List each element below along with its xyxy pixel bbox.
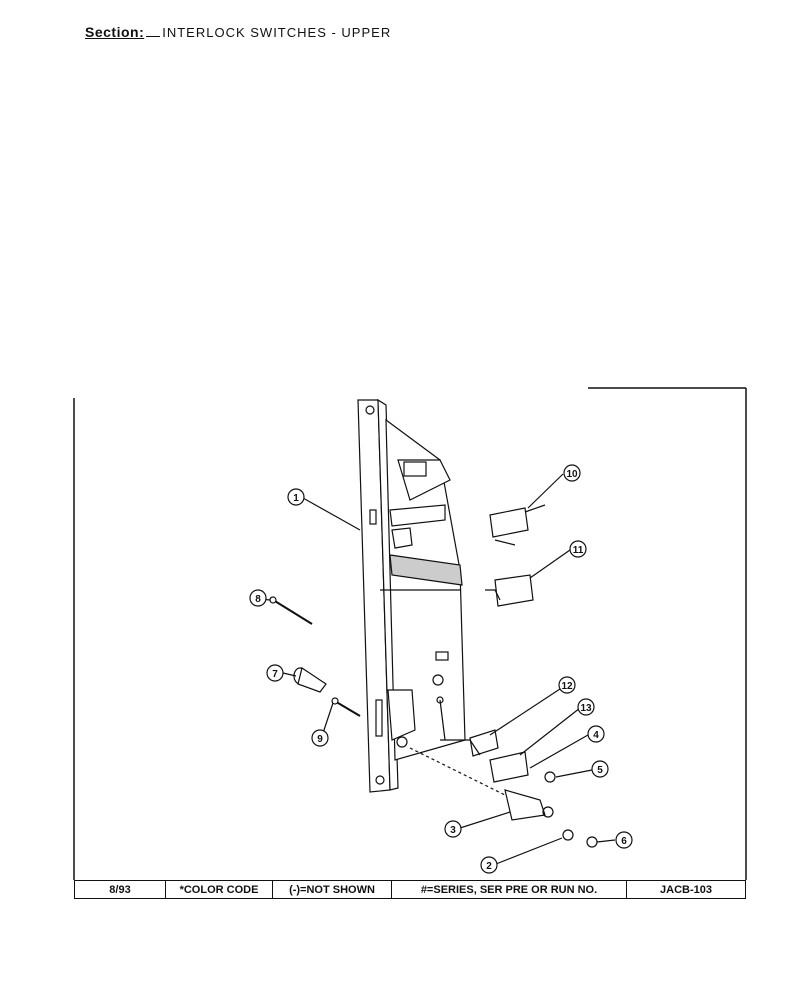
callout-9 xyxy=(311,729,329,747)
footer-not-shown: (-)=NOT SHOWN xyxy=(273,881,392,898)
section-title: INTERLOCK SWITCHES - UPPER xyxy=(162,25,392,40)
callout-4 xyxy=(587,725,605,743)
section-header: Section: INTERLOCK SWITCHES - UPPER xyxy=(85,24,391,40)
mounting-bracket xyxy=(357,398,466,793)
leader-lines xyxy=(259,473,616,865)
washer xyxy=(562,829,574,841)
callout-label-8: 8 xyxy=(255,594,261,605)
callout-5 xyxy=(591,760,609,778)
callout-label-6: 6 xyxy=(621,836,627,847)
callout-label-1: 1 xyxy=(293,493,299,504)
callout-10 xyxy=(563,464,581,482)
callout-11 xyxy=(569,540,587,558)
actuator-lever xyxy=(504,789,554,821)
callout-3 xyxy=(444,820,462,838)
footer-series: #=SERIES, SER PRE OR RUN NO. xyxy=(392,881,627,898)
switch-upper xyxy=(489,504,546,546)
footer-color-code: *COLOR CODE xyxy=(166,881,273,898)
callout-8 xyxy=(249,589,267,607)
callout-label-2: 2 xyxy=(486,861,492,872)
callout-7 xyxy=(266,664,284,682)
callout-label-7: 7 xyxy=(272,669,278,680)
callout-label-10: 10 xyxy=(566,469,578,480)
long-screw xyxy=(269,596,313,625)
short-screw xyxy=(331,697,361,717)
callout-13 xyxy=(577,698,595,716)
callout-6 xyxy=(615,831,633,849)
diagram-frame xyxy=(73,387,747,880)
footer-date: 8/93 xyxy=(75,881,166,898)
header-underline xyxy=(146,36,161,37)
callout-label-9: 9 xyxy=(317,734,323,745)
callout-2 xyxy=(480,856,498,874)
switch-lower xyxy=(440,729,529,783)
callout-label-4: 4 xyxy=(593,730,599,741)
hinge-pin xyxy=(293,667,327,693)
footer-page-code: JACB-103 xyxy=(660,883,712,896)
callouts: 1 2 3 4 5 6 7 8 9 10 11 12 13 xyxy=(249,464,633,874)
footer-table: 8/93 *COLOR CODE (-)=NOT SHOWN #=SERIES,… xyxy=(74,880,746,899)
callout-label-11: 11 xyxy=(573,545,584,556)
callout-label-3: 3 xyxy=(450,825,456,836)
callout-label-13: 13 xyxy=(580,703,592,714)
callout-label-12: 12 xyxy=(561,681,573,692)
callout-1 xyxy=(287,488,305,506)
callout-label-5: 5 xyxy=(597,765,603,776)
section-label: Section: xyxy=(85,24,145,40)
callout-12 xyxy=(558,676,576,694)
switch-middle xyxy=(485,574,534,607)
